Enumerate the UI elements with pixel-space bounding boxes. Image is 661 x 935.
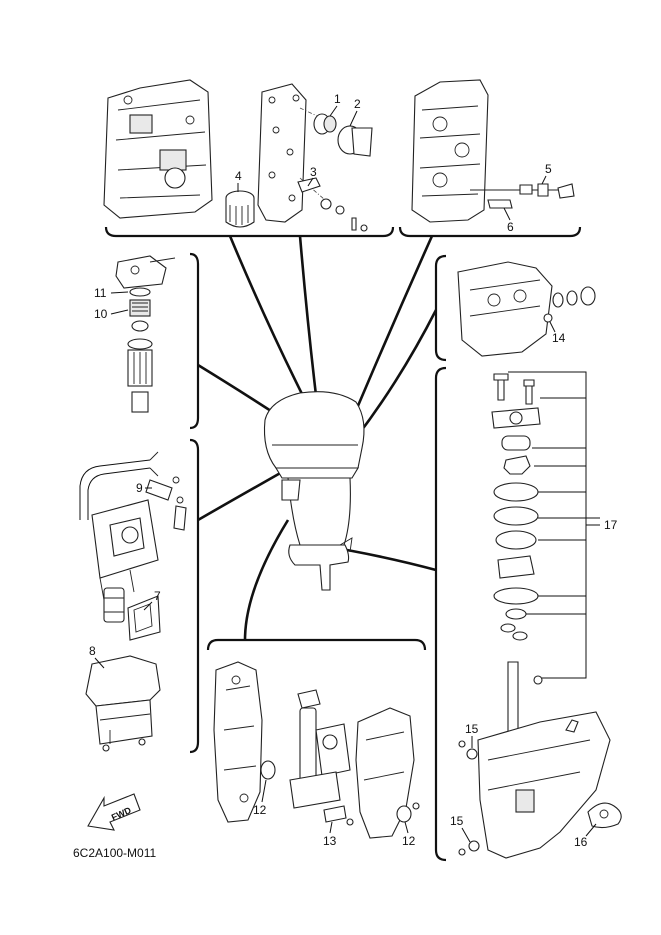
swivel-bracket [323,707,420,839]
callout-10: 10 [94,307,108,321]
anode-bolt [543,286,596,323]
callout-14: 14 [552,331,566,345]
fuel-pump [103,587,161,641]
spark-plug [470,183,575,209]
callout-7: 7 [154,589,161,603]
figure-code: 6C2A100-M011 [73,846,156,860]
callout-6: 6 [507,220,514,234]
vapor-separator [91,499,159,601]
callout-15-upper: 15 [465,722,479,736]
callout-1: 1 [334,92,341,106]
oil-filter [225,190,255,228]
clamp-bracket-left [213,661,263,823]
bracket-right-upper [434,254,447,362]
leader-top-left-b [298,235,320,413]
outboard-motor [263,391,365,591]
callout-13: 13 [323,834,337,848]
fuel-filter [115,255,176,413]
callout-12-right: 12 [402,834,416,848]
lower-case-upper [457,261,553,357]
callout-17-leaders [508,371,600,679]
exhaust-cover-plate [257,83,331,223]
bracket-right-lower [434,366,447,862]
fwd-arrow-icon: FWD [87,793,141,831]
tilt-unit [260,689,351,809]
callout-12-left: 12 [253,803,267,817]
gearcase [458,661,622,859]
callout-17: 17 [604,518,618,532]
callout-3: 3 [310,165,317,179]
callout-9: 9 [136,481,143,495]
fuel-filter-inline [145,476,187,531]
callout-16: 16 [574,835,588,849]
leader-top-right [350,235,434,421]
cylinder-block [103,79,213,219]
callout-15-lower: 15 [450,814,464,828]
bracket-left-lower [189,438,200,754]
bracket-top-right [398,226,582,238]
water-pump-kit [491,373,543,685]
bracket-left-upper [189,252,200,430]
fuel-hose [79,451,159,520]
leader-top-left-a [228,235,307,401]
bracket-bottom-middle [206,638,427,651]
cylinder-head [411,79,489,223]
callout-8: 8 [89,644,96,658]
float-chamber [85,655,161,752]
callout-4: 4 [235,169,242,183]
leader-bottom-middle [243,519,290,641]
callout-11: 11 [94,286,107,300]
callout-5: 5 [545,162,552,176]
thermostat [297,113,373,232]
callout-2: 2 [354,97,361,111]
bracket-top-left [104,226,395,238]
